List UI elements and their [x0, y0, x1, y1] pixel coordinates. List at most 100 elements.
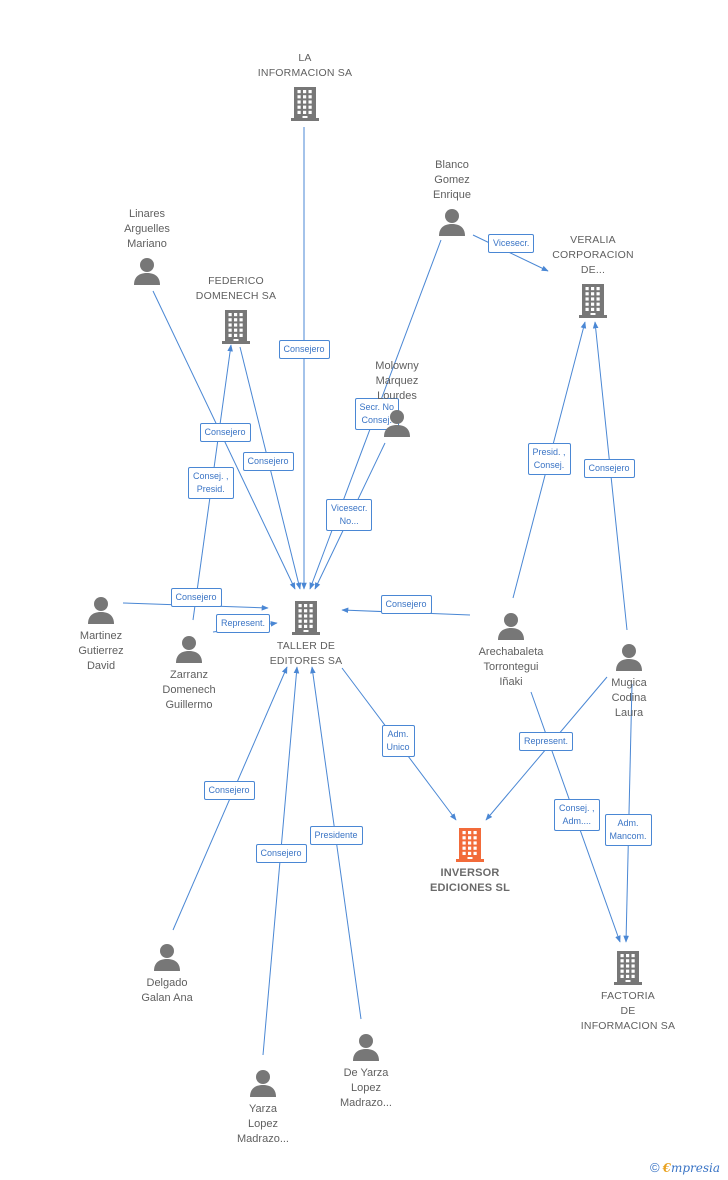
person-icon: [437, 207, 467, 242]
edge-label-line: Consej.: [361, 415, 393, 425]
edge-label-line: Vicesecr.: [493, 237, 530, 248]
edge-label-line: Consejero: [385, 598, 427, 609]
node-label-line: CORPORACION: [552, 249, 634, 261]
person-icon: [132, 256, 162, 291]
person-icon: [152, 942, 182, 977]
edge-label-federico-to-taller[interactable]: Consejero: [242, 451, 294, 471]
edge-label-blanco-to-veralia[interactable]: Vicesecr.: [488, 233, 535, 253]
node-label-line: DOMENECH SA: [195, 290, 277, 302]
person-icon: [86, 595, 116, 630]
edge-label-line: Represent.: [524, 735, 569, 746]
node-label-line: DE...: [580, 264, 606, 276]
node-label-line: De Yarza: [343, 1067, 389, 1079]
node-label-line: Blanco: [435, 159, 469, 171]
edge-label-yarza-to-taller[interactable]: Consejero: [255, 843, 307, 863]
edge-label-line: Consejero: [247, 455, 289, 466]
node-label-line: Zarranz: [170, 669, 208, 681]
building-icon: [289, 85, 321, 126]
edge-label-line: Consejero: [175, 591, 217, 602]
edge-label-line: Consej. ,: [559, 803, 595, 813]
edge-label-line: Consejero: [204, 426, 246, 437]
edge-label-deyarza-to-taller[interactable]: Presidente: [309, 825, 363, 845]
empresia-logo[interactable]: ©€mpresia: [650, 1160, 721, 1175]
edge-label-line: Consejero: [588, 462, 630, 473]
person-icon: [174, 634, 204, 669]
edge-label-archabaleta-to-taller[interactable]: Consejero: [380, 594, 432, 614]
node-label-line: David: [86, 660, 116, 672]
edge-label-line: Adm.: [617, 818, 639, 828]
edge-label-archabaleta-to-factoria[interactable]: Consej. , Adm....: [554, 799, 600, 831]
copyright-icon: ©: [650, 1160, 660, 1175]
edge-label-line: Presidente: [314, 829, 358, 840]
node-label-line: EDICIONES SL: [429, 882, 511, 894]
building-icon: [577, 282, 609, 323]
edge-label-zarranz-to-taller[interactable]: Represent.: [216, 613, 271, 633]
node-label-line: Yarza: [249, 1103, 277, 1115]
node-label-line: Marquez: [375, 375, 419, 387]
edge-label-line: Adm.: [387, 729, 409, 739]
edge-label-line: Consej. ,: [193, 471, 229, 481]
edge-label-line: Represent.: [221, 617, 266, 628]
node-label-line: Torrontegui: [483, 661, 539, 673]
node-label-line: INVERSOR: [440, 867, 500, 879]
edge-label-line: Consejero: [260, 847, 302, 858]
node-label-line: Linares: [128, 208, 166, 220]
node-label-line: Arguelles: [124, 223, 170, 235]
node-label-line: Domenech: [162, 684, 216, 696]
edge-label-la_informacion-to-taller[interactable]: Consejero: [278, 339, 330, 359]
edge-label-zarranz-to-federico[interactable]: Consej. ,Presid.: [188, 467, 234, 499]
node-label-line: TALLER DE: [276, 640, 336, 652]
node-label-line: Enrique: [433, 189, 471, 201]
node-label-line: Mugica: [611, 677, 647, 689]
edge-label-line: Consejero: [283, 343, 325, 354]
node-label: VERALIA CORPORACION DE...: [528, 233, 658, 278]
edge-label-linares-to-taller[interactable]: Consejero: [199, 422, 251, 442]
edge-mugica-to-factoria: [623, 683, 633, 943]
building-icon: [612, 949, 644, 990]
node-label-line: Lourdes: [377, 390, 417, 402]
edge-label-taller-to-inversor[interactable]: Adm. Unico: [381, 725, 415, 757]
node-label: INVERSOR EDICIONES SL: [405, 866, 535, 896]
node-label-line: Galan Ana: [141, 992, 193, 1004]
edge-label-line: No...: [339, 516, 359, 526]
edge-label-mugica-to-inversor[interactable]: Represent.: [519, 731, 574, 751]
building-icon: [454, 826, 486, 867]
node-label-line: Lopez: [248, 1118, 278, 1130]
edge-label-delgado-to-taller[interactable]: Consejero: [203, 780, 255, 800]
empresia-e-icon: €: [662, 1161, 671, 1175]
edge-label-mugica-to-veralia[interactable]: Consejero: [583, 458, 635, 478]
node-label-line: Mariano: [127, 238, 167, 250]
edge-label-archabaleta-to-veralia[interactable]: Presid. , Consej.: [527, 443, 571, 475]
edge-label-martinez-to-taller[interactable]: Consejero: [170, 587, 222, 607]
node-label-line: INFORMACION SA: [580, 1020, 676, 1032]
node-label-line: VERALIA: [570, 234, 616, 246]
edge-label-line: Consej.: [533, 460, 565, 470]
edge-label-line: Adm....: [562, 816, 592, 826]
building-icon: [290, 599, 322, 640]
node-label-line: Molowny: [375, 360, 419, 372]
edge-label-molowny-to-taller[interactable]: Vicesecr.No...: [326, 499, 373, 531]
edge-label-mugica-to-factoria[interactable]: Adm.Mancom.: [604, 814, 652, 846]
node-label-line: Delgado: [146, 977, 188, 989]
node-label-line: FEDERICO: [208, 275, 264, 287]
edge-label-line: Presid. ,: [532, 447, 566, 457]
edge-label-line: Unico: [386, 742, 410, 752]
person-icon: [351, 1032, 381, 1067]
node-label-line: LA: [298, 52, 312, 64]
node-label-line: DE: [620, 1005, 636, 1017]
node-label-line: Madrazo...: [340, 1097, 392, 1109]
